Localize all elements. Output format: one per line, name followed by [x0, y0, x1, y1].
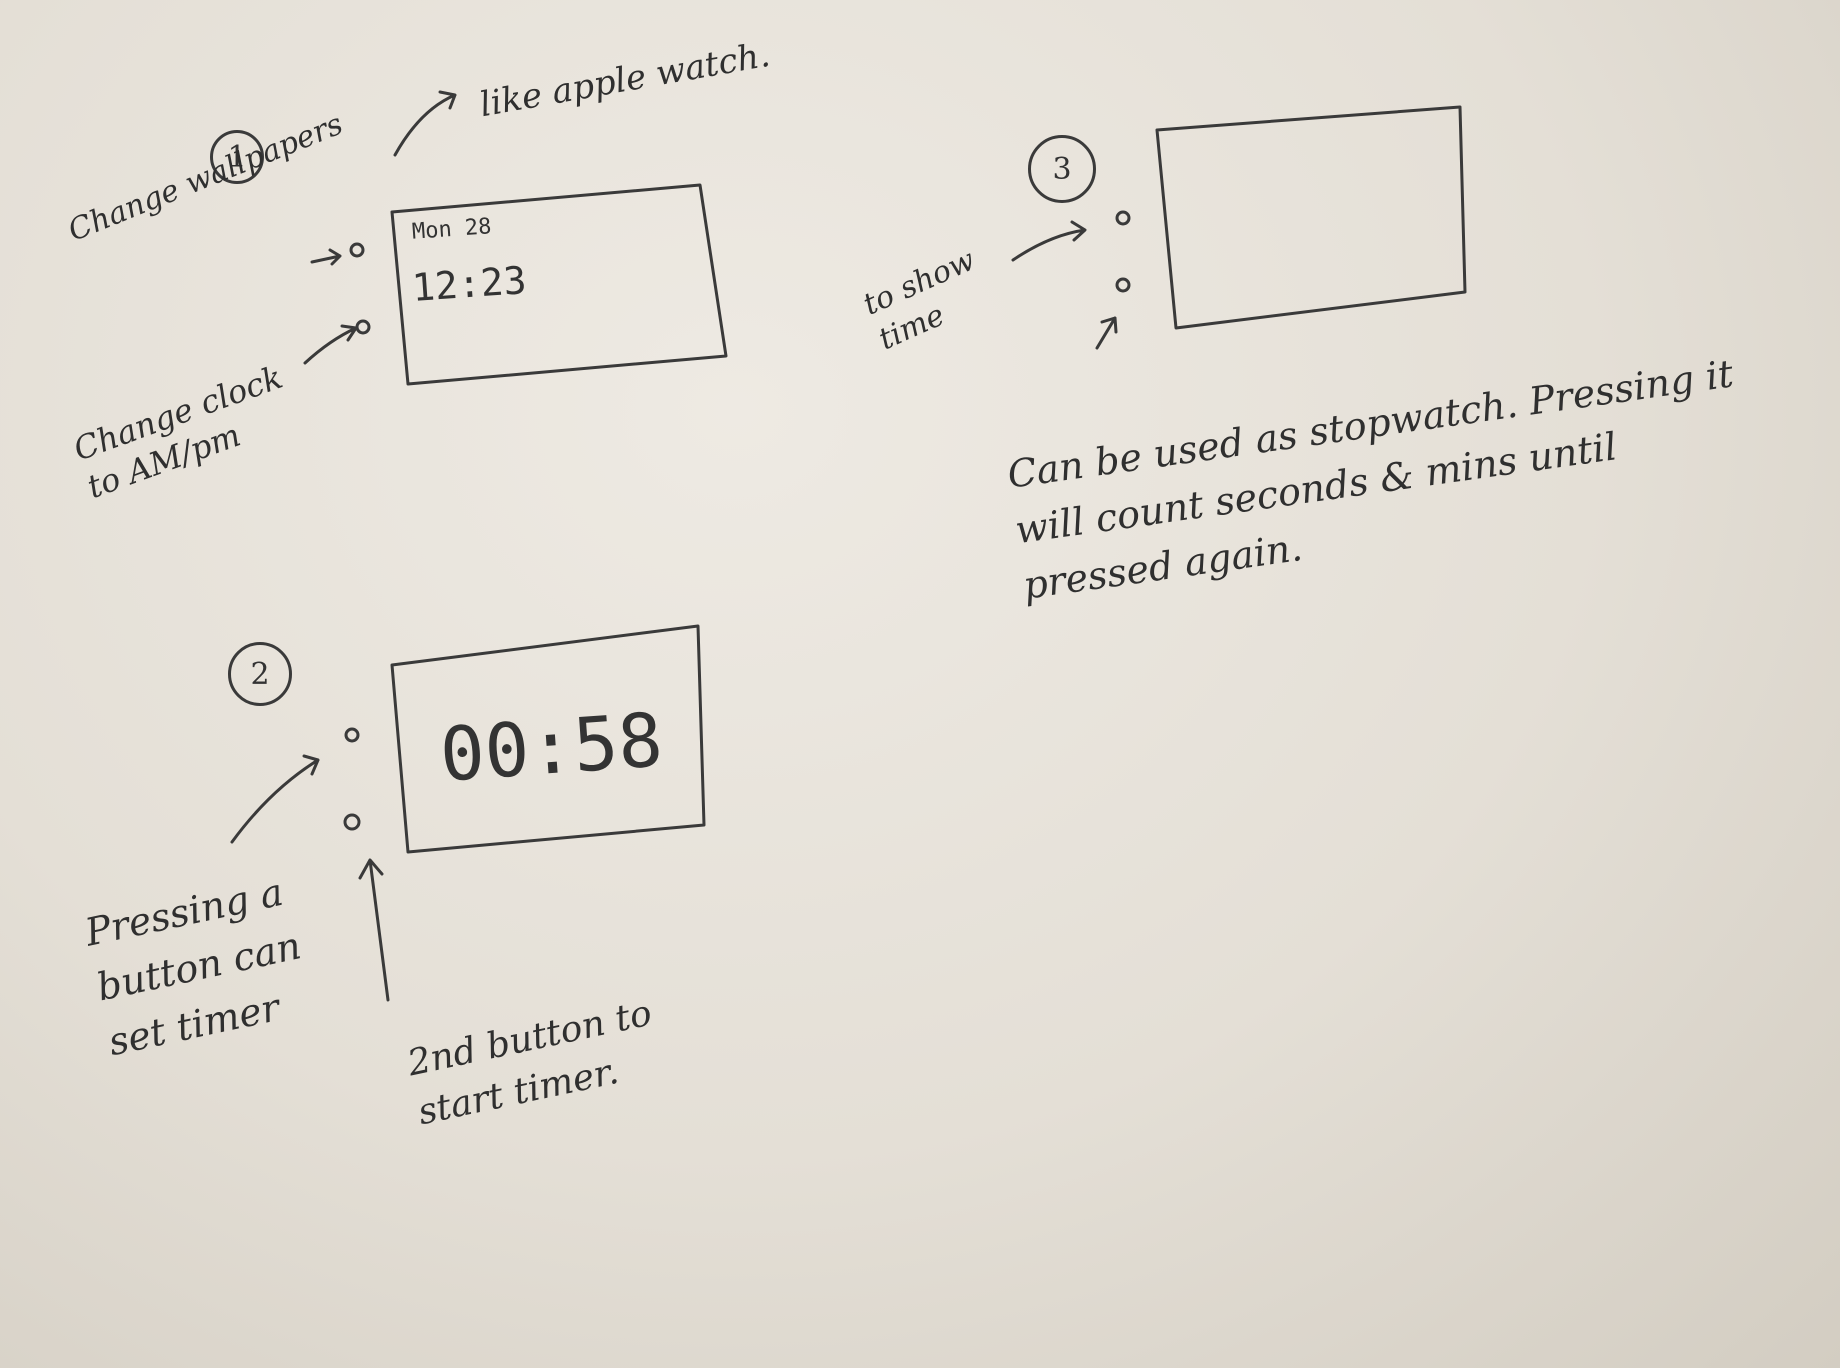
sketch1-number: 1 [210, 130, 264, 184]
sketch3-screen [1155, 105, 1467, 330]
arrow-wallpaper [310, 248, 342, 266]
sketch2-number-text: 2 [250, 656, 270, 692]
sketch2-number: 2 [228, 642, 292, 706]
sketch1-time: 12:23 [410, 258, 528, 310]
sketch3-button-top [1115, 210, 1131, 226]
arrow-clock [303, 324, 358, 365]
arrow-apple [393, 90, 457, 157]
sketch2-button-bottom [343, 813, 361, 831]
sketch2-screen [390, 624, 706, 854]
sketch1-button-bottom [355, 319, 371, 335]
sketch2-button-top [344, 727, 360, 743]
arrow-start [358, 858, 390, 1002]
arrow-set [230, 754, 320, 844]
sketch2-timer: 00:58 [437, 697, 666, 799]
sketch3-number: 3 [1028, 135, 1096, 203]
sketch3-button-bottom [1115, 277, 1131, 293]
sketch3-number-text: 3 [1052, 151, 1072, 187]
sketch1-button-top [349, 242, 365, 258]
sketch1-screen [390, 183, 728, 386]
sketch1-number-text: 1 [227, 139, 247, 175]
arrow-stopwatch [1095, 316, 1118, 350]
arrow-show [1011, 220, 1087, 262]
